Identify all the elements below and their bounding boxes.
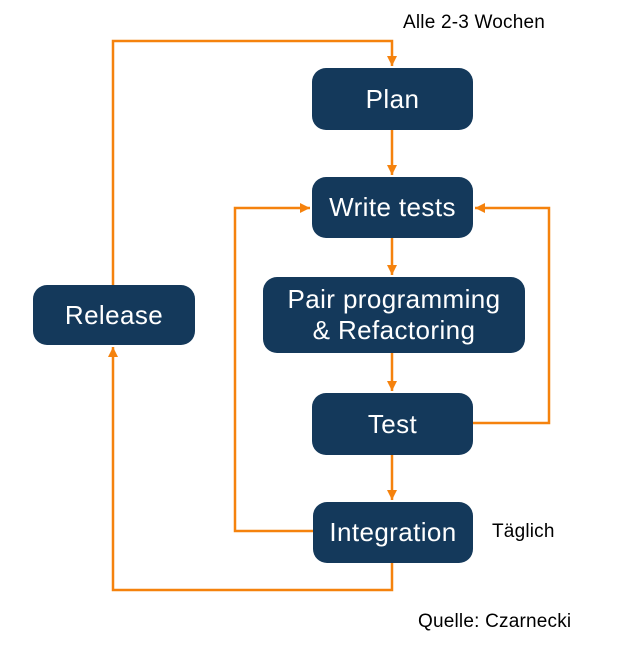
node-plan-label: Plan [365,83,420,114]
source-credit-label: Quelle: Czarnecki [418,611,572,632]
node-test: Test [312,393,473,455]
edge-release-to-plan [111,39,397,285]
edge-integration-to-write-tests [233,203,313,533]
node-test-label: Test [367,408,418,439]
edge-test-to-write-tests [473,203,551,425]
node-pair-programming: Pair programming & Refactoring [263,277,525,353]
node-pair-programming-label-line1: Pair programming [287,284,501,315]
node-plan: Plan [312,68,473,130]
edge-integration-to-release [108,347,394,592]
node-release-label: Release [64,299,164,330]
node-integration-label: Integration [329,517,457,548]
node-write-tests: Write tests [312,177,473,238]
node-pair-programming-label-line2: & Refactoring [312,315,476,345]
node-integration: Integration [313,502,473,563]
node-write-tests-label: Write tests [329,192,456,223]
cycle-interval-label: Alle 2-3 Wochen [403,12,546,33]
node-release: Release [33,285,195,345]
daily-interval-label: Täglich [492,521,555,542]
